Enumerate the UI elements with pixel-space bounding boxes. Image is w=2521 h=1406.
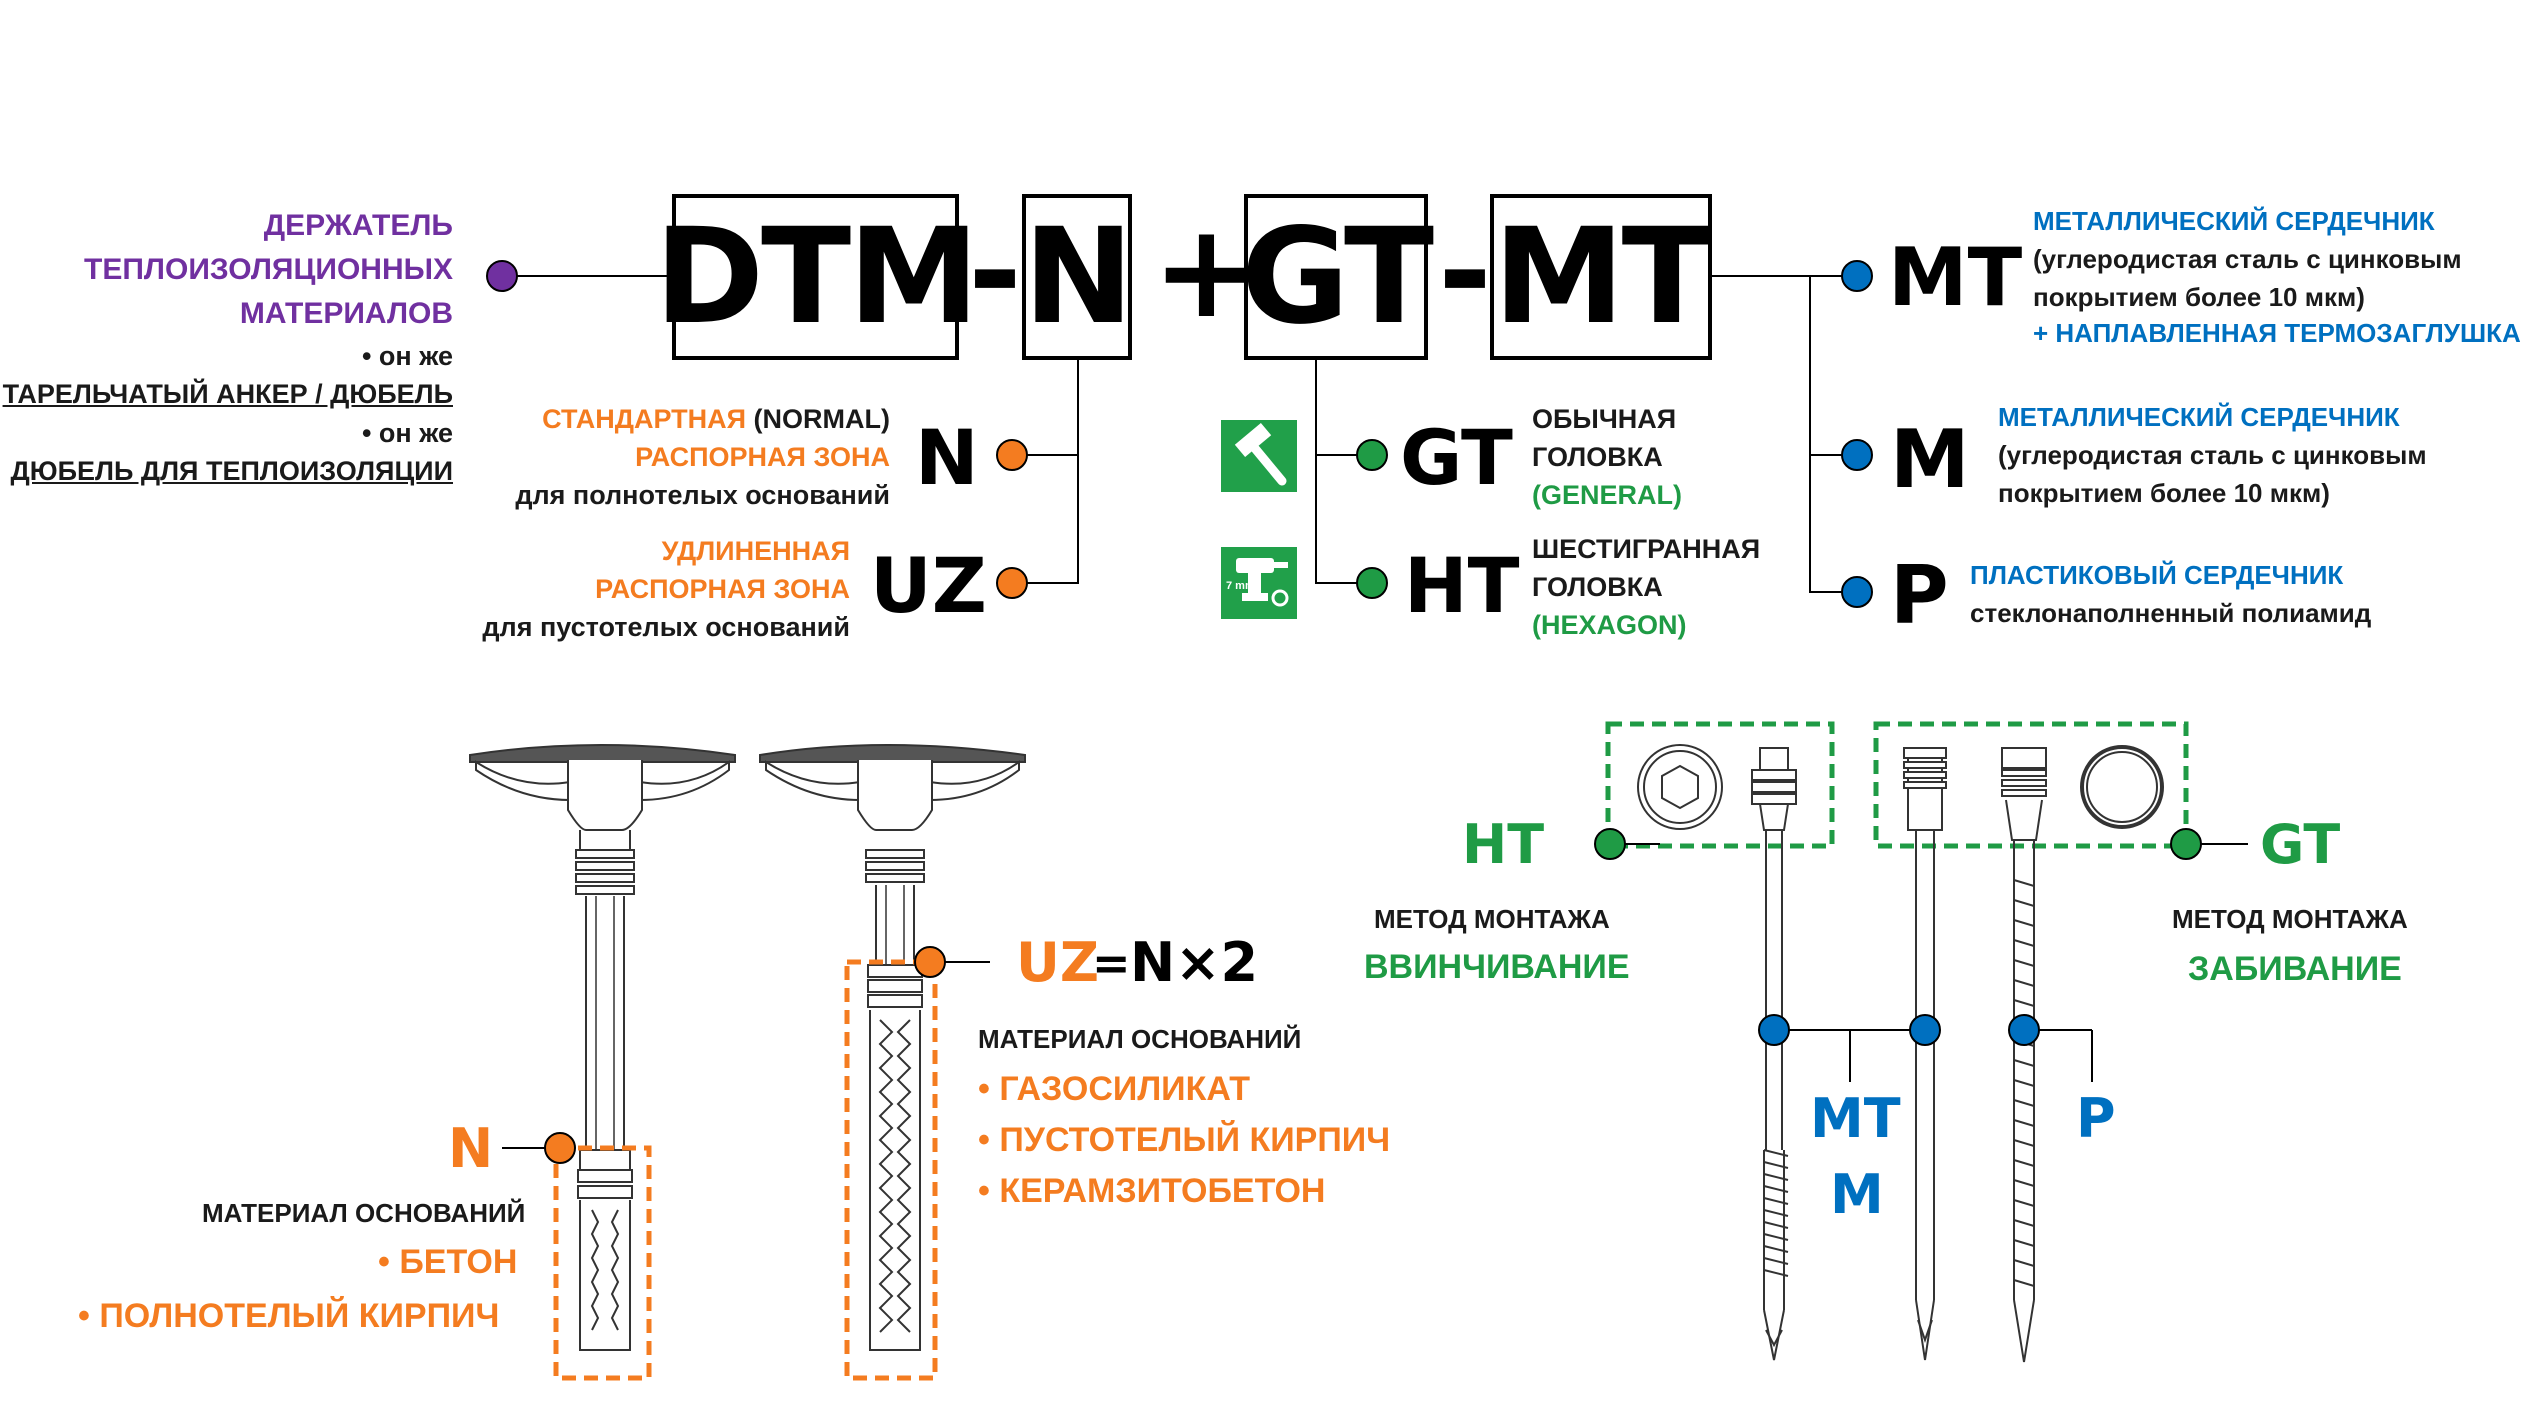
core-mt-code: MT <box>1888 231 2023 324</box>
install-gt-code: GT <box>2260 813 2341 876</box>
dowel-uz-material-3: • КЕРАМЗИТОБЕТОН <box>978 1172 1326 1210</box>
code-box-mt: MT <box>1490 194 1712 360</box>
left-label-alias1: ТАРЕЛЬЧАТЫЙ АНКЕР / ДЮБЕЛЬ <box>2 379 453 409</box>
install-ht-code: HT <box>1462 813 1545 876</box>
install-ht-title: МЕТОД МОНТАЖА <box>1374 904 1610 934</box>
hammer-icon <box>1221 420 1297 492</box>
head-gt-line-3: (GENERAL) <box>1532 480 1682 510</box>
zone-uz-line-2: РАСПОРНАЯ ЗОНА <box>595 574 850 604</box>
core-mt-line-1: МЕТАЛЛИЧЕСКИЙ СЕРДЕЧНИК <box>2033 206 2435 236</box>
dowel-uz-dot <box>914 946 946 978</box>
head-gt-line-1: ОБЫЧНАЯ <box>1532 404 1677 434</box>
code-mt: MT <box>1493 200 1711 354</box>
head-gt-code: GT <box>1400 413 1513 502</box>
dowel-uz-equals: = <box>1092 936 1131 990</box>
dowel-uz-formula: N×2 <box>1130 931 1259 994</box>
left-label-line-2: ТЕПЛОИЗОЛЯЦИОННЫХ <box>84 253 453 286</box>
drill-icon-label: 7 mm <box>1226 580 1255 592</box>
nail-p <box>2001 747 2047 1363</box>
install-gt-title: МЕТОД МОНТАЖА <box>2172 904 2408 934</box>
head-ht-line-3: (HEXAGON) <box>1532 610 1687 640</box>
install-gt-dot <box>2170 828 2202 860</box>
zone-n-line-3: для полнотелых оснований <box>515 480 890 510</box>
m-dot <box>1841 439 1873 471</box>
core-mt-line-3: покрытием более 10 мкм) <box>2033 282 2365 312</box>
install-p-code: P <box>2076 1087 2116 1150</box>
code-box-dtm: DTM <box>655 194 979 360</box>
left-label-alias2-prefix: • он же <box>361 418 453 448</box>
code-dtm: DTM <box>654 200 980 354</box>
n-dot <box>996 439 1028 471</box>
dowel-n-material-2: • ПОЛНОТЕЛЫЙ КИРПИЧ <box>78 1297 500 1335</box>
head-ht-code: HT <box>1404 541 1520 630</box>
purple-dot <box>486 260 518 292</box>
install-m-code: M <box>1830 1163 1884 1226</box>
hex-socket-view <box>1637 744 1723 830</box>
code-box-gt: GT <box>1240 194 1434 360</box>
code-n: N <box>1023 200 1133 354</box>
left-label-alias2: ДЮБЕЛЬ ДЛЯ ТЕПЛОИЗОЛЯЦИИ <box>10 456 453 486</box>
core-mt-line-2: (углеродистая сталь с цинковым <box>2033 244 2462 274</box>
core-p-code: P <box>1890 549 1949 642</box>
dowel-uz-material-2: • ПУСТОТЕЛЫЙ КИРПИЧ <box>978 1121 1391 1159</box>
zone-uz-line-3: для пустотелых оснований <box>482 612 850 642</box>
install-mt-code: MT <box>1810 1087 1901 1150</box>
core-m-line-2: (углеродистая сталь с цинковым <box>1998 440 2427 470</box>
ring-view <box>2080 745 2164 829</box>
ht-dot <box>1356 567 1388 599</box>
head-ht-line-1: ШЕСТИГРАННАЯ <box>1532 534 1761 564</box>
nail-m-dot <box>1909 1014 1941 1046</box>
separator-plus: + <box>1152 195 1261 347</box>
dowel-n-material-title: МАТЕРИАЛ ОСНОВАНИЙ <box>202 1198 526 1228</box>
core-mt-line-4: + НАПЛАВЛЕННАЯ ТЕРМОЗАГЛУШКА <box>2033 318 2521 348</box>
p-dot <box>1841 576 1873 608</box>
separator-dash-2: - <box>1438 195 1492 347</box>
dowel-n-illustration <box>469 744 736 1351</box>
left-label-line-3: МАТЕРИАЛОВ <box>239 297 453 330</box>
core-p-line-2: стеклонаполненный полиамид <box>1970 598 2372 628</box>
nail-gt <box>1903 747 1947 1361</box>
zone-n-code: N <box>915 413 979 502</box>
separator-dash-1: - <box>968 195 1022 347</box>
code-box-n: N <box>1022 194 1134 360</box>
uz-dot <box>996 567 1028 599</box>
left-label-alias1-prefix: • он же <box>361 341 453 371</box>
left-label-line-1: ДЕРЖАТЕЛЬ <box>263 209 453 242</box>
dowel-uz-material-1: • ГАЗОСИЛИКАТ <box>978 1070 1250 1108</box>
install-ht-method: ВВИНЧИВАНИЕ <box>1364 948 1630 986</box>
screw-mt-dot <box>1758 1014 1790 1046</box>
core-m-line-1: МЕТАЛЛИЧЕСКИЙ СЕРДЕЧНИК <box>1998 402 2400 432</box>
install-gt-method: ЗАБИВАНИЕ <box>2188 950 2402 988</box>
zone-n-line-2: РАСПОРНАЯ ЗОНА <box>635 442 890 472</box>
head-gt-line-2: ГОЛОВКА <box>1532 442 1663 472</box>
zone-n-standard: СТАНДАРТНАЯ <box>542 404 747 434</box>
install-ht-dot <box>1594 828 1626 860</box>
zone-n-normal: (NORMAL) <box>746 404 890 434</box>
nail-p-dot <box>2008 1014 2040 1046</box>
head-ht-line-2: ГОЛОВКА <box>1532 572 1663 602</box>
dowel-uz-material-title: МАТЕРИАЛ ОСНОВАНИЙ <box>978 1024 1302 1054</box>
mt-dot <box>1841 260 1873 292</box>
dowel-n-code: N <box>448 1117 494 1180</box>
code-gt: GT <box>1240 200 1434 354</box>
drill-icon <box>1221 547 1297 619</box>
core-p-line-1: ПЛАСТИКОВЫЙ СЕРДЕЧНИК <box>1970 560 2344 590</box>
core-m-code: M <box>1890 413 1970 506</box>
zone-uz-code: UZ <box>870 541 987 630</box>
core-m-line-3: покрытием более 10 мкм) <box>1998 478 2330 508</box>
zone-n-line-1: СТАНДАРТНАЯ (NORMAL) <box>542 400 890 438</box>
gt-dot <box>1356 439 1388 471</box>
screw-ht <box>1751 747 1797 1361</box>
dowel-n-dot <box>544 1132 576 1164</box>
dowel-uz-illustration <box>759 744 1026 1351</box>
zone-uz-line-1: УДЛИНЕННАЯ <box>661 536 850 566</box>
dowel-n-material-1: • БЕТОН <box>378 1243 518 1281</box>
dowel-uz-code: UZ <box>1016 931 1100 994</box>
